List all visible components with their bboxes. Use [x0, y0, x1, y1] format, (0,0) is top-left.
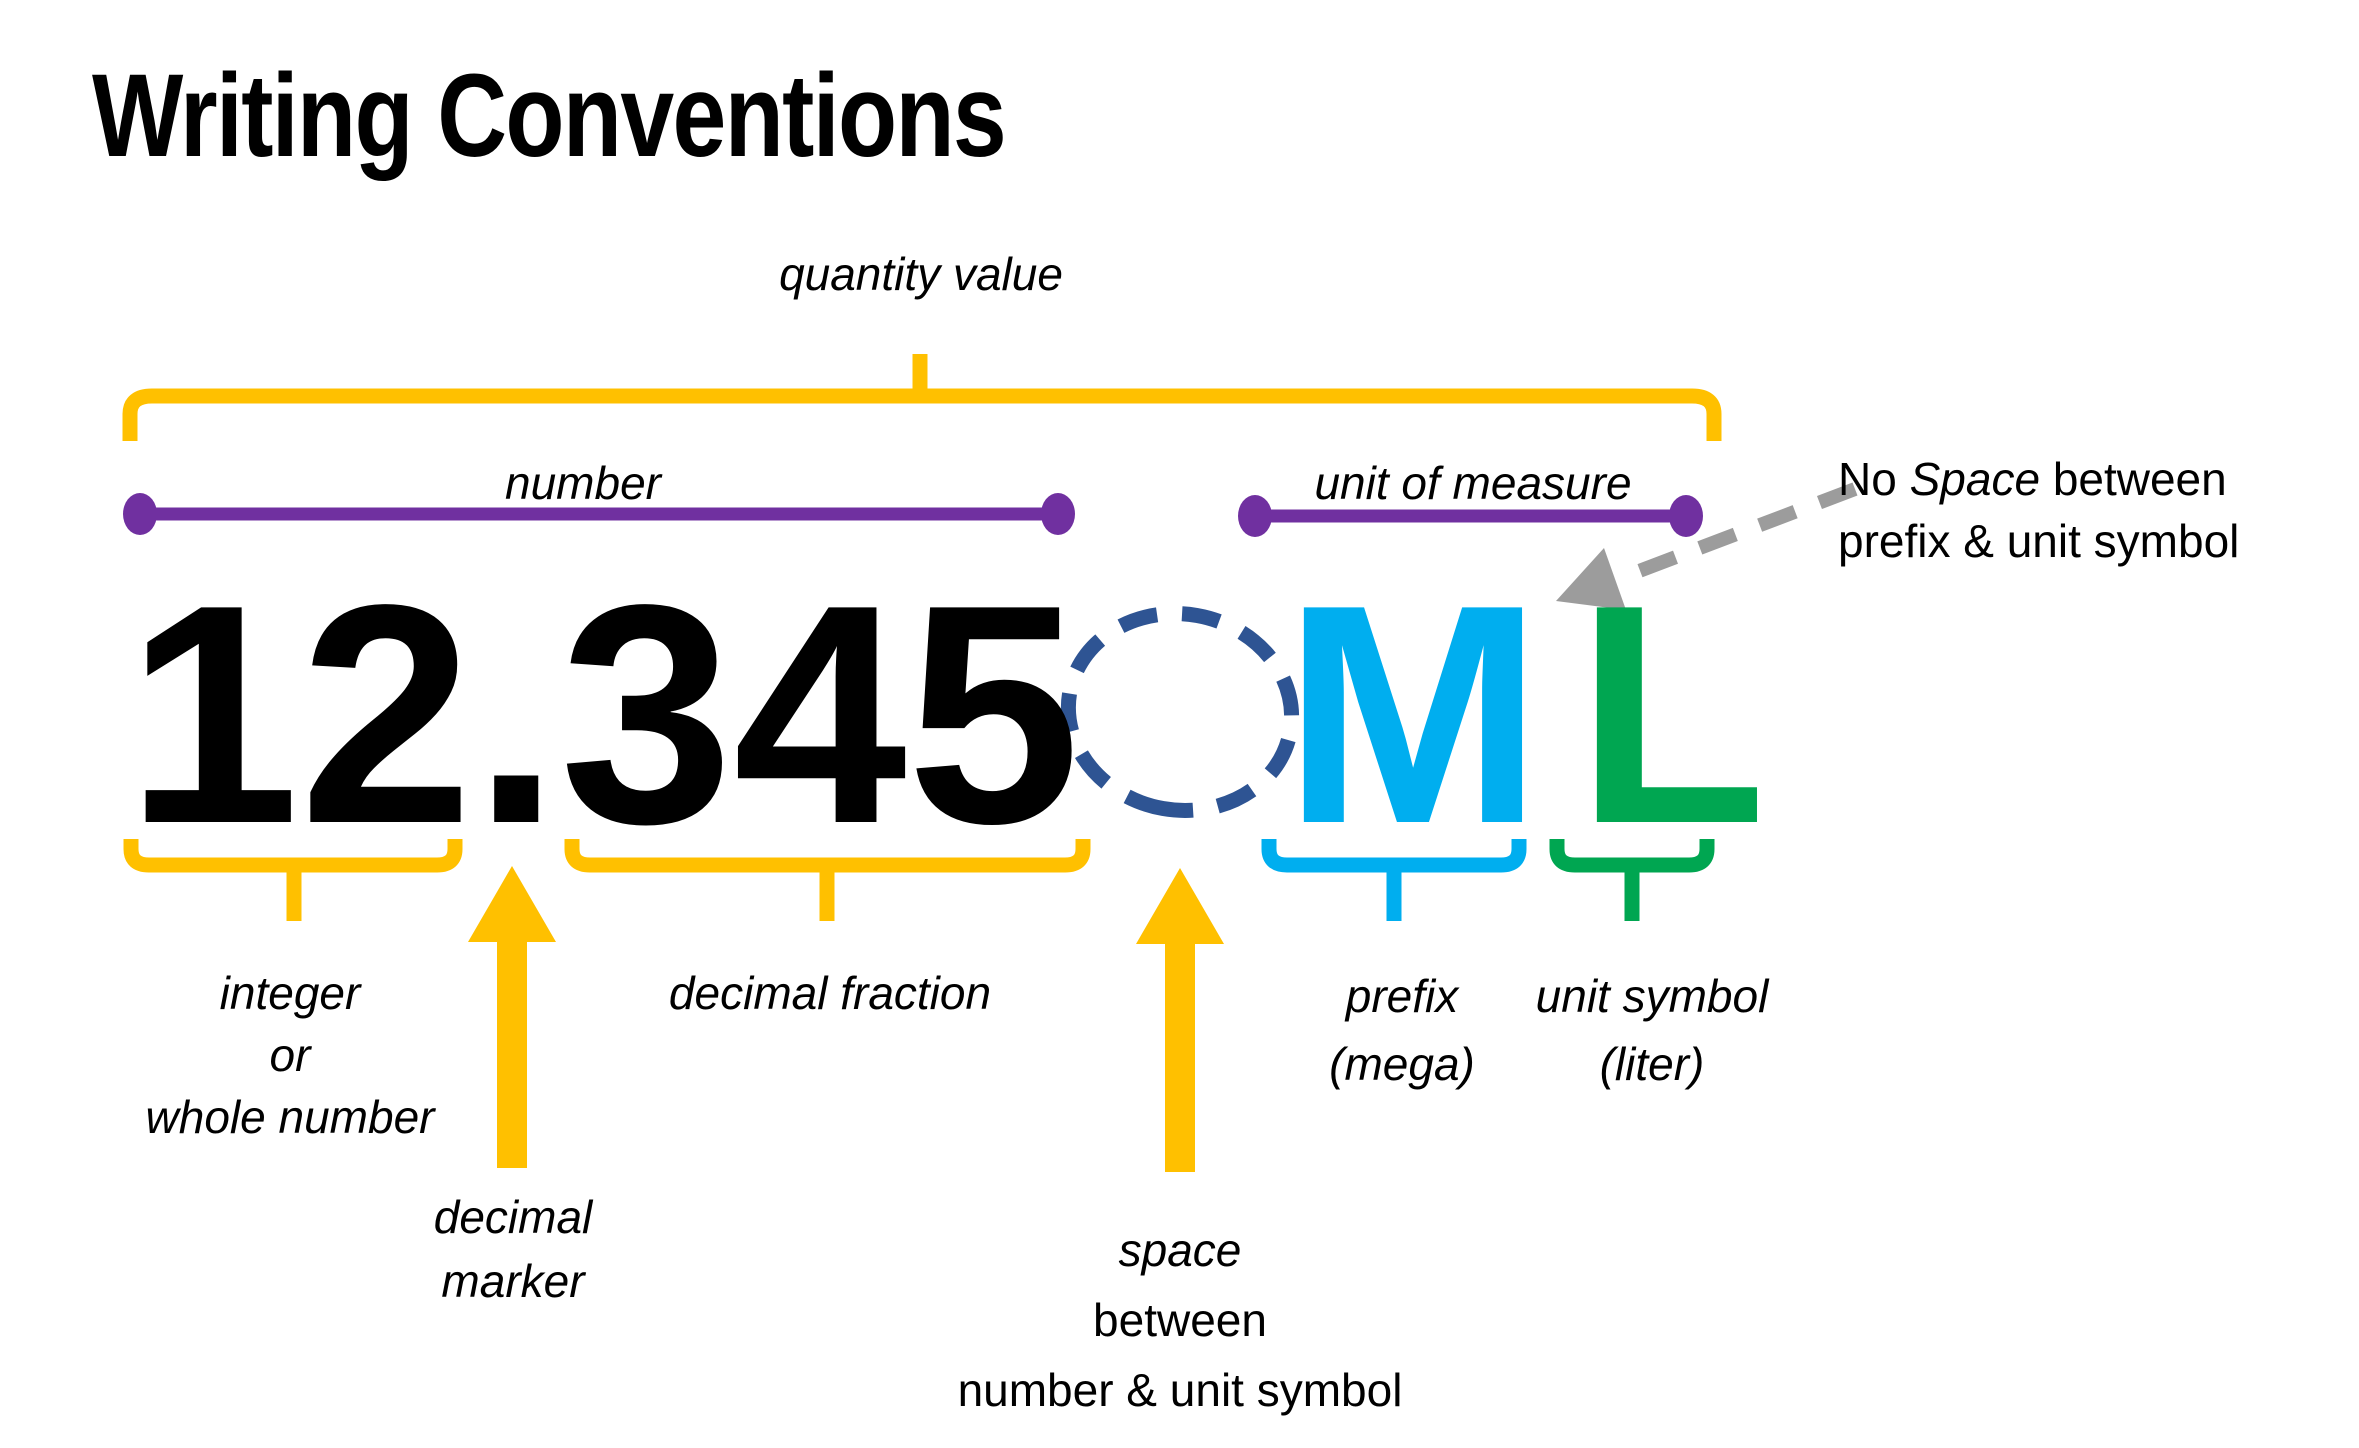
number-range-dot-left	[123, 493, 157, 535]
no-space-arrow-line	[1615, 482, 1858, 586]
no-space-arrow-head	[1556, 548, 1626, 610]
underbrace-unit-symbol	[1549, 839, 1715, 873]
decimal-fraction-label: decimal fraction	[668, 967, 992, 1019]
no-space-post: between	[2052, 453, 2227, 505]
quantity-value-label: quantity value	[779, 248, 1063, 300]
unit-of-measure-label: unit of measure	[1314, 457, 1632, 509]
no-space-pre: No	[1838, 453, 1897, 505]
underbrace-integer	[123, 839, 463, 873]
prefix-label: prefix (mega)	[1329, 970, 1475, 1090]
decimal-marker-label: decimal marker	[433, 1191, 593, 1307]
decimal-marker: .	[473, 541, 560, 889]
no-space-note: No Space between prefix & unit symbol	[1838, 448, 2239, 572]
underbrace-prefix	[1261, 839, 1527, 873]
integer-label: integer or whole number	[145, 967, 435, 1143]
no-space-note-line1: No Space between	[1838, 448, 2239, 510]
unit-range-dot-left	[1238, 495, 1272, 537]
number-range-dot-right	[1041, 493, 1075, 535]
unit-symbol-label: unit symbol (liter)	[1535, 970, 1769, 1090]
space-circle	[1060, 606, 1300, 818]
page-title: Writing Conventions	[92, 50, 1007, 182]
quantity-number: 12.345	[126, 559, 1080, 871]
prefix-symbol: M	[1283, 541, 1543, 889]
no-space-note-line2: prefix & unit symbol	[1838, 515, 2240, 567]
unit-range-dot-right	[1669, 495, 1703, 537]
quantity-value-bracket	[122, 388, 1722, 441]
decimal-marker-arrow	[468, 866, 556, 1168]
space-arrow	[1136, 868, 1224, 1172]
underbrace-decimal-fraction	[564, 839, 1091, 873]
unit-symbol: L	[1576, 541, 1767, 889]
space-label: space between number & unit symbol	[957, 1224, 1403, 1416]
integer-part: 12	[126, 541, 474, 889]
no-space-emphasis: Space	[1909, 453, 2041, 505]
number-label: number	[505, 457, 661, 509]
decimal-fraction-part: 345	[559, 541, 1081, 889]
